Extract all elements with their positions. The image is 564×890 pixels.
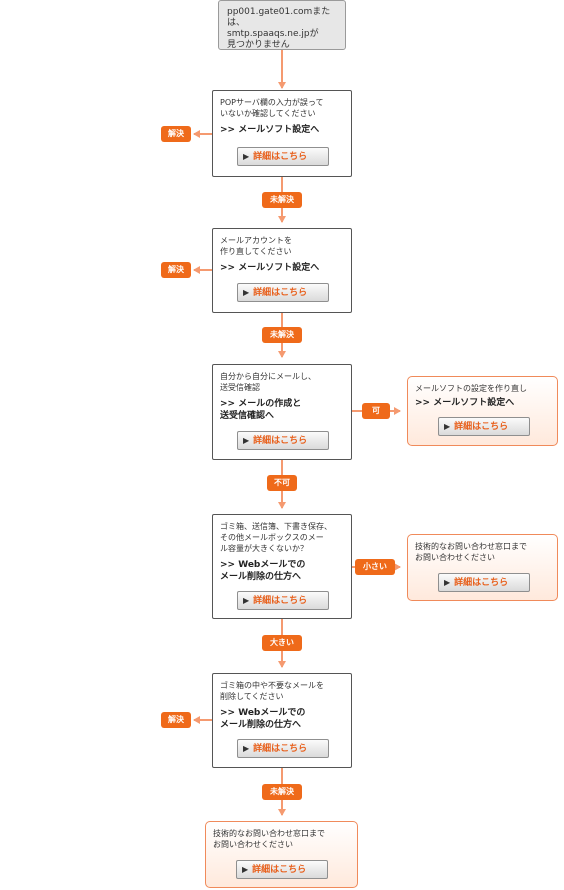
detail-button-label: 詳細はこちら bbox=[253, 744, 308, 754]
step4-desc: ゴミ箱、送信簿、下書き保存、 その他メールボックスのメー ル容量が大きくないか？ bbox=[220, 522, 332, 553]
detail-button-label: 詳細はこちら bbox=[253, 596, 308, 606]
play-icon: ▶ bbox=[243, 744, 250, 753]
step5-link[interactable]: >> Webメールでの メール削除の仕方へ bbox=[220, 708, 306, 730]
step2-link[interactable]: >> メールソフト設定へ bbox=[220, 263, 320, 273]
side-b-detail-button[interactable]: ▶詳細はこちら bbox=[438, 573, 530, 592]
badge-resolved-2: 解決 bbox=[161, 262, 191, 278]
step1-detail-button[interactable]: ▶詳細はこちら bbox=[237, 147, 329, 166]
step5-desc: ゴミ箱の中や不要なメールを 削除してください bbox=[220, 681, 324, 701]
play-icon: ▶ bbox=[243, 152, 250, 161]
detail-button-label: 詳細はこちら bbox=[253, 288, 308, 298]
side-a-detail-button[interactable]: ▶詳細はこちら bbox=[438, 417, 530, 436]
badge-ng: 不可 bbox=[267, 475, 297, 491]
play-icon: ▶ bbox=[243, 596, 250, 605]
step4-link[interactable]: >> Webメールでの メール削除の仕方へ bbox=[220, 560, 306, 582]
start-box: pp001.gate01.comまたは、 smtp.spaaqs.ne.jpが … bbox=[218, 0, 346, 50]
play-icon: ▶ bbox=[444, 578, 451, 587]
start-text: pp001.gate01.comまたは、 smtp.spaaqs.ne.jpが … bbox=[227, 7, 331, 50]
play-icon: ▶ bbox=[243, 436, 250, 445]
detail-button-label: 詳細はこちら bbox=[454, 578, 509, 588]
badge-resolved-1: 解決 bbox=[161, 126, 191, 142]
badge-small: 小さい bbox=[355, 559, 395, 575]
side-a-desc: メールソフトの設定を作り直し bbox=[415, 384, 527, 393]
final-detail-button[interactable]: ▶詳細はこちら bbox=[236, 860, 328, 879]
badge-resolved-3: 解決 bbox=[161, 712, 191, 728]
step1-link[interactable]: >> メールソフト設定へ bbox=[220, 125, 320, 135]
badge-large: 大きい bbox=[262, 635, 302, 651]
badge-unresolved-3: 未解決 bbox=[262, 784, 302, 800]
play-icon: ▶ bbox=[242, 865, 249, 874]
detail-button-label: 詳細はこちら bbox=[454, 422, 509, 432]
step4-detail-button[interactable]: ▶詳細はこちら bbox=[237, 591, 329, 610]
step2-desc: メールアカウントを 作り直してください bbox=[220, 236, 292, 256]
play-icon: ▶ bbox=[444, 422, 451, 431]
side-b-desc: 技術的なお問い合わせ窓口まで お問い合わせください bbox=[415, 542, 527, 562]
step3-desc: 自分から自分にメールし、 送受信確認 bbox=[220, 372, 316, 392]
side-a-link[interactable]: >> メールソフト設定へ bbox=[415, 398, 515, 408]
badge-unresolved-1: 未解決 bbox=[262, 192, 302, 208]
detail-button-label: 詳細はこちら bbox=[252, 865, 307, 875]
detail-button-label: 詳細はこちら bbox=[253, 436, 308, 446]
step5-detail-button[interactable]: ▶詳細はこちら bbox=[237, 739, 329, 758]
play-icon: ▶ bbox=[243, 288, 250, 297]
detail-button-label: 詳細はこちら bbox=[253, 152, 308, 162]
step1-desc: POPサーバ欄の入力が誤って いないか確認してください bbox=[220, 98, 324, 118]
step3-detail-button[interactable]: ▶詳細はこちら bbox=[237, 431, 329, 450]
badge-ok: 可 bbox=[362, 403, 390, 419]
badge-unresolved-2: 未解決 bbox=[262, 327, 302, 343]
step3-link[interactable]: >> メールの作成と 送受信確認へ bbox=[220, 399, 302, 421]
final-desc: 技術的なお問い合わせ窓口まで お問い合わせください bbox=[213, 829, 325, 849]
step2-detail-button[interactable]: ▶詳細はこちら bbox=[237, 283, 329, 302]
